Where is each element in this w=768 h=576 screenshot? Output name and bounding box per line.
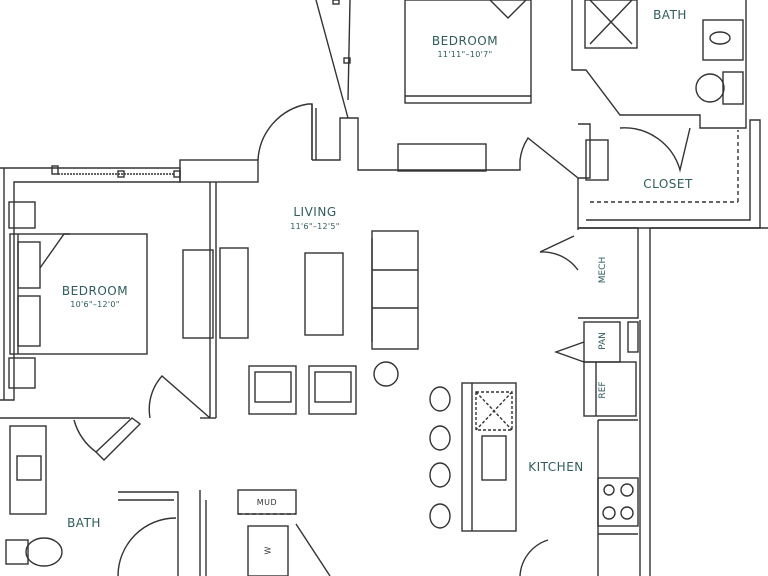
door-swing bbox=[148, 375, 211, 419]
range bbox=[597, 477, 639, 527]
refrigerator bbox=[583, 361, 637, 417]
nightstand bbox=[8, 201, 36, 229]
stool bbox=[429, 425, 451, 451]
toilet-top bbox=[695, 73, 725, 103]
room-label-kitchen: KITCHEN bbox=[528, 460, 584, 474]
washer bbox=[247, 525, 289, 576]
window-marker bbox=[332, 0, 340, 5]
chair bbox=[248, 365, 297, 415]
coffee-table bbox=[304, 252, 344, 336]
nightstand bbox=[8, 357, 36, 389]
room-dims-bedroom-top: 11'11"–10'7" bbox=[437, 50, 493, 59]
stool bbox=[429, 386, 451, 412]
room-label-ref: REF bbox=[598, 381, 608, 399]
room-label-closet: CLOSET bbox=[643, 177, 693, 191]
shower bbox=[584, 0, 638, 49]
toilet-bottom bbox=[25, 537, 63, 567]
wall-bath-top bbox=[571, 0, 747, 129]
kitchen-sink bbox=[481, 435, 507, 481]
window-marker bbox=[173, 170, 181, 178]
vanity-bottom bbox=[9, 425, 47, 515]
wall-column bbox=[179, 159, 259, 183]
stool bbox=[429, 503, 451, 529]
wall-closet bbox=[578, 123, 591, 179]
room-label-bath-bottom: BATH bbox=[67, 516, 101, 530]
room-label-pan: PAN bbox=[598, 332, 608, 350]
room-label-bath-top: BATH bbox=[653, 8, 687, 22]
room-dims-bedroom-left: 10'6"–12'0" bbox=[70, 300, 120, 309]
vanity-top bbox=[702, 19, 744, 61]
chair bbox=[308, 365, 357, 415]
bed-left bbox=[9, 233, 148, 355]
tv-console bbox=[182, 249, 214, 339]
room-label-washer: W bbox=[263, 546, 273, 555]
sofa bbox=[371, 230, 419, 350]
mech-closet bbox=[578, 227, 639, 319]
room-label-mud: MUD bbox=[256, 498, 278, 507]
stool bbox=[429, 462, 451, 488]
kitchen-island bbox=[461, 382, 517, 532]
dresser-top bbox=[397, 143, 487, 172]
side-table bbox=[373, 361, 399, 387]
room-label-mech: MECH bbox=[598, 256, 608, 284]
room-label-living: LIVING bbox=[293, 205, 337, 219]
wall-right-exterior bbox=[649, 227, 768, 576]
window-marker bbox=[343, 57, 351, 64]
window-marker bbox=[51, 165, 59, 175]
wall-bedroom-top bbox=[315, 0, 349, 119]
room-label-bedroom-left: BEDROOM bbox=[61, 284, 129, 298]
door-swing bbox=[257, 103, 313, 161]
bed-top bbox=[404, 0, 532, 104]
room-dims-living: 11'6"–12'5" bbox=[290, 222, 340, 231]
room-label-bedroom-top: BEDROOM bbox=[431, 34, 499, 48]
wall-left-bedroom bbox=[0, 167, 181, 401]
